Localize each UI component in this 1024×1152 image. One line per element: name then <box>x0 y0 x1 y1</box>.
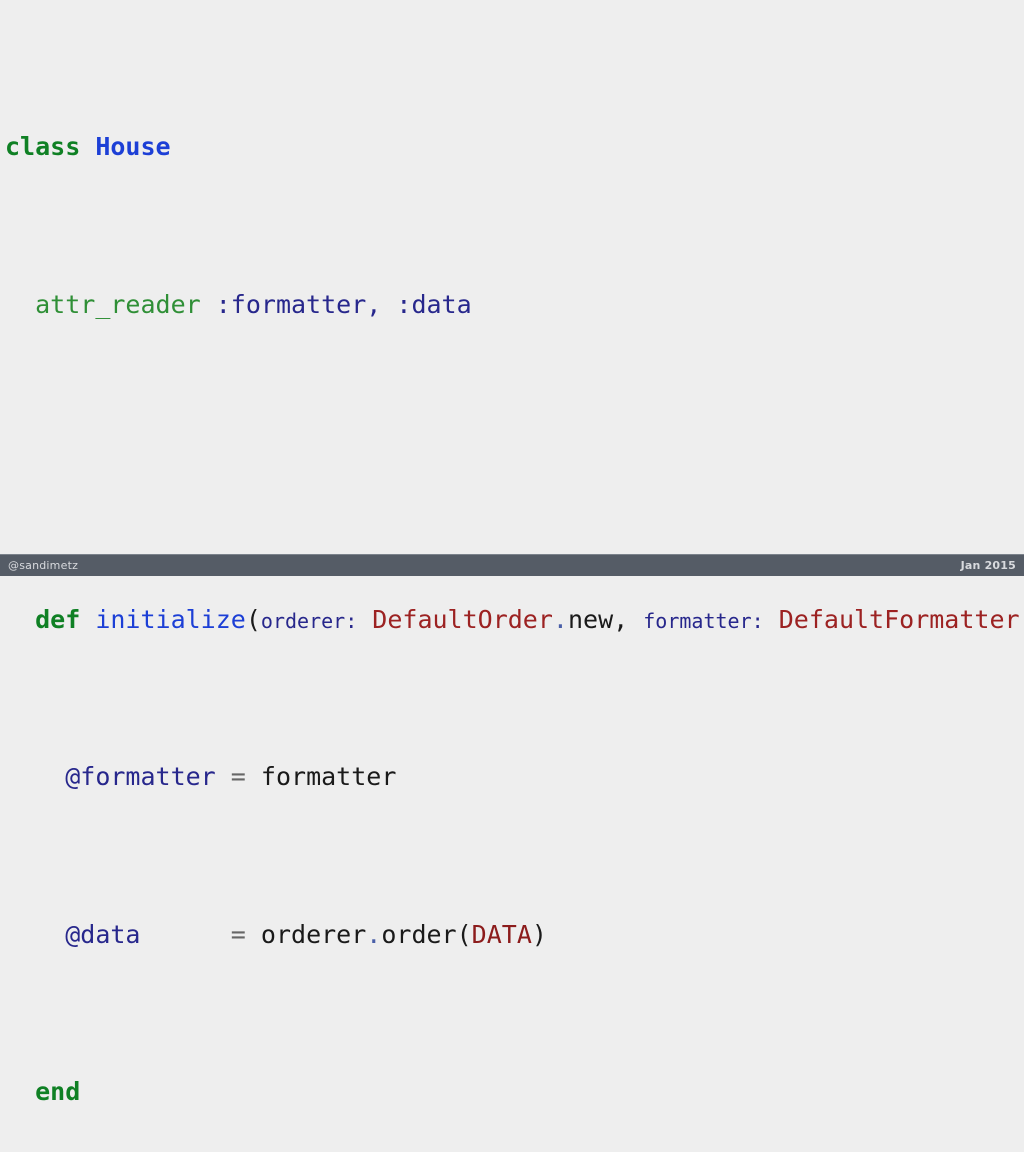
constant-house: House <box>95 132 171 161</box>
kwarg-orderer: orderer: <box>260 608 358 633</box>
footer-date: Jan 2015 <box>960 559 1016 572</box>
code-line: @formatter = formatter <box>0 761 1024 793</box>
paren-open: ( <box>456 919 472 949</box>
code-line: def initialize(orderer: DefaultOrder.new… <box>0 604 1024 636</box>
space <box>80 605 95 634</box>
method-new: new <box>567 604 614 634</box>
paren-open: ( <box>245 604 261 634</box>
slide: class House attr_reader :formatter, :dat… <box>0 132 1024 1106</box>
comma: , <box>613 604 644 634</box>
dot: . <box>552 604 568 634</box>
space <box>80 132 95 161</box>
constant-default-formatter: DefaultFormatter <box>778 604 1020 634</box>
dot: . <box>366 919 382 949</box>
local-formatter: formatter <box>260 762 397 791</box>
indent <box>5 920 65 949</box>
method-initialize: initialize <box>95 604 246 634</box>
space <box>381 290 396 319</box>
paren-close: ) <box>531 919 547 949</box>
constant-data: DATA <box>471 919 532 949</box>
operator-assign: = <box>230 919 246 949</box>
code-line: @data = orderer.order(DATA) <box>0 919 1024 951</box>
indent <box>5 290 35 319</box>
slide-footer: @sandimetz Jan 2015 <box>0 554 1024 576</box>
constant-default-order: DefaultOrder <box>372 604 553 634</box>
ivar-data: @data <box>65 919 141 949</box>
keyword-def: def <box>35 604 81 634</box>
space <box>201 290 216 319</box>
method-attr-reader: attr_reader <box>35 289 201 319</box>
keyword-class: class <box>5 132 81 161</box>
space <box>140 920 230 949</box>
indent <box>5 1077 35 1106</box>
local-orderer: orderer <box>260 919 367 949</box>
space <box>246 920 261 949</box>
code-line: class House <box>0 131 1024 163</box>
kwarg-formatter: formatter: <box>643 608 764 633</box>
keyword-end: end <box>35 1077 81 1106</box>
code-line: attr_reader :formatter, :data <box>0 289 1024 321</box>
symbol-data: :data <box>396 289 472 319</box>
code-line-blank <box>0 446 1024 478</box>
indent <box>5 605 35 634</box>
operator-assign: = <box>230 762 246 791</box>
symbol-formatter: :formatter, <box>215 289 382 319</box>
method-order: order <box>381 919 457 949</box>
space <box>357 605 372 634</box>
space <box>764 605 779 634</box>
footer-handle: @sandimetz <box>8 559 79 572</box>
indent <box>5 762 65 791</box>
space <box>216 762 231 791</box>
ivar-formatter: @formatter <box>65 762 216 791</box>
dot: . <box>1020 605 1024 634</box>
space <box>246 762 261 791</box>
code-line: end <box>0 1076 1024 1108</box>
